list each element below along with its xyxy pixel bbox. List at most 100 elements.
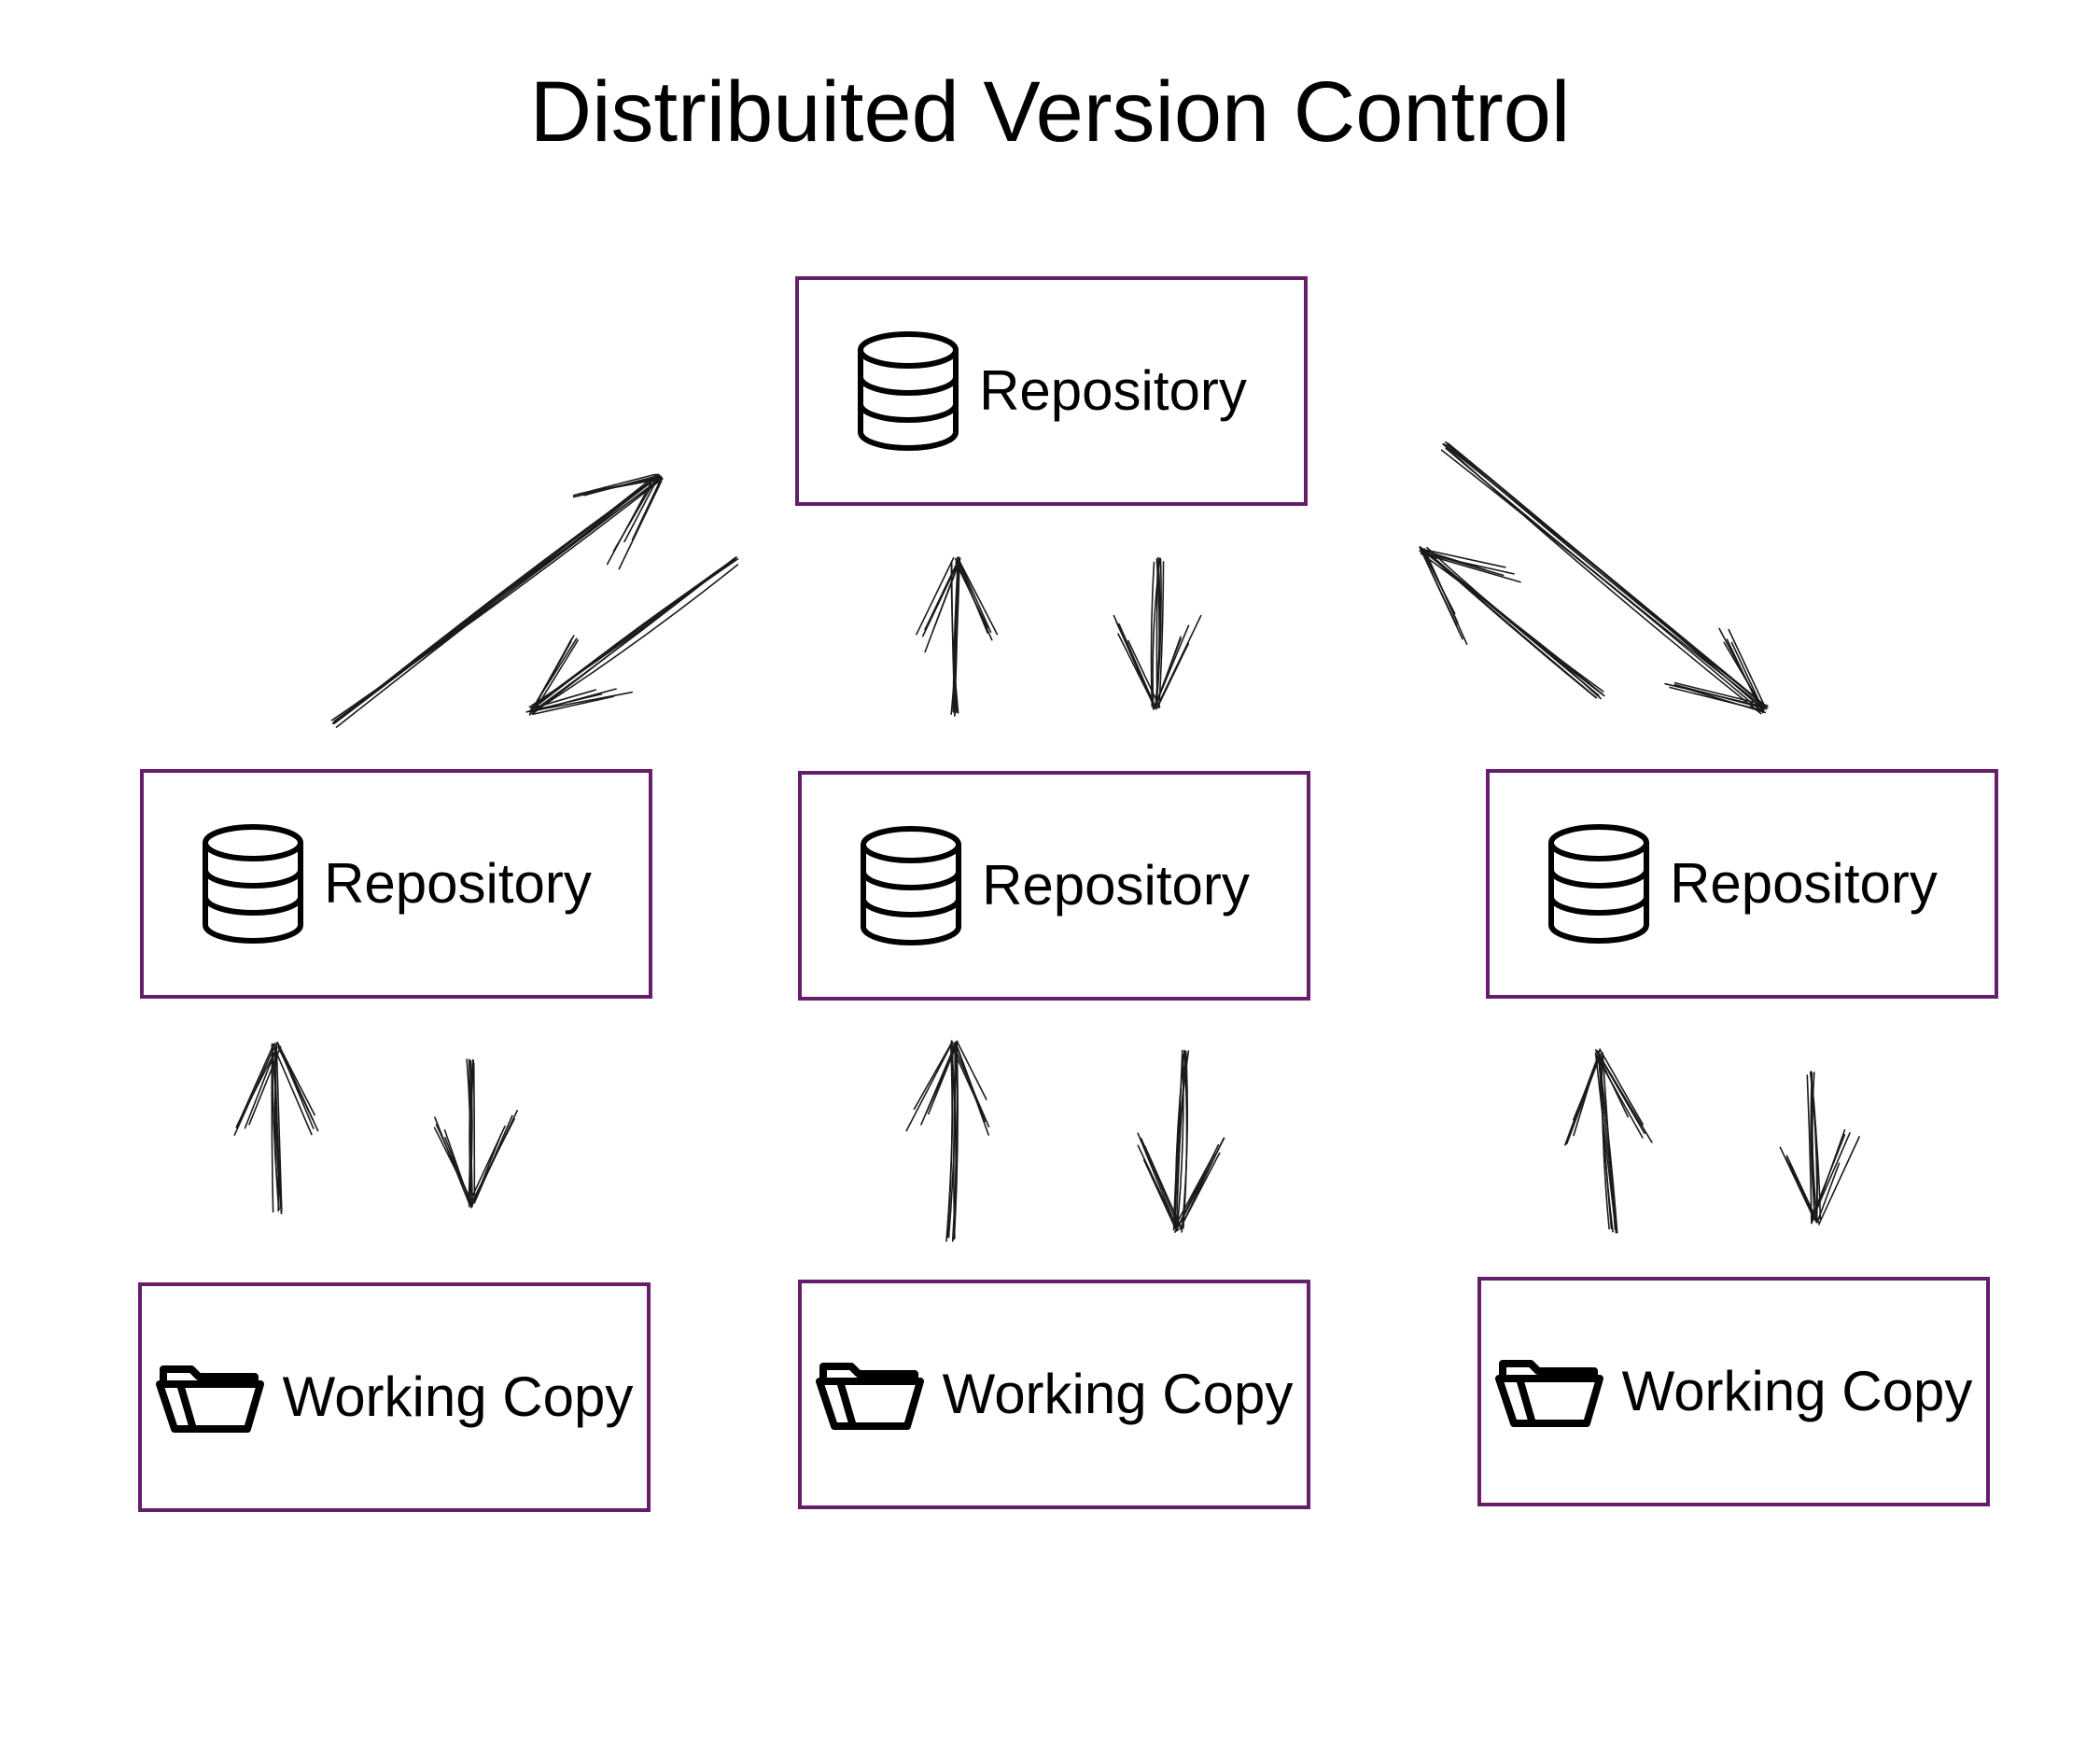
arrow-head-stroke	[631, 476, 663, 540]
central-repository-box: Repository	[795, 276, 1308, 506]
left-repository-label: Repository	[324, 852, 592, 915]
arrow-head-stroke	[916, 556, 955, 636]
arrow-stroke	[1152, 557, 1161, 710]
arrow-head-stroke	[922, 557, 961, 637]
arrow-head-stroke	[1723, 641, 1765, 711]
center-repository-label: Repository	[982, 854, 1250, 917]
arrow-head-stroke	[1177, 1137, 1225, 1228]
arrow-head-stroke	[235, 1043, 274, 1128]
arrow-head-stroke	[905, 1045, 951, 1132]
arrow-head-stroke	[572, 475, 663, 498]
arrow-head-stroke	[1565, 1055, 1601, 1145]
arrow-head-stroke	[1789, 1163, 1819, 1224]
arrow-head-stroke	[443, 1129, 472, 1208]
arrow-stroke	[1172, 1050, 1190, 1231]
arrow-head-stroke	[244, 1046, 278, 1129]
arrow-head-stroke	[956, 1044, 986, 1123]
arrow-stroke	[1440, 449, 1764, 714]
arrow-stroke	[1594, 1052, 1617, 1234]
arrow-stroke	[950, 558, 959, 715]
arrow-head-stroke	[1817, 1136, 1860, 1225]
arrow-head-stroke	[433, 1127, 473, 1203]
arrow-head-stroke	[913, 1043, 952, 1111]
arrow-stroke	[1183, 1050, 1188, 1229]
arrow-head-stroke	[470, 1110, 518, 1209]
right-working-copy-box: Working Copy	[1477, 1277, 1990, 1506]
database-icon	[856, 329, 960, 453]
arrow-head-stroke	[1156, 642, 1190, 709]
arrow-stroke	[1443, 442, 1765, 707]
arrow-right-wc-to-right-repo	[1564, 1048, 1653, 1234]
arrow-stroke	[333, 473, 658, 725]
arrow-stroke	[952, 558, 959, 713]
arrow-head-stroke	[572, 473, 656, 497]
arrow-head-stroke	[531, 639, 579, 716]
arrow-stroke	[1155, 556, 1161, 707]
arrow-head-stroke	[583, 474, 661, 497]
left-working-copy-label: Working Copy	[282, 1365, 634, 1428]
arrow-stroke	[271, 1043, 274, 1213]
arrow-head-stroke	[1718, 627, 1763, 710]
arrow-stroke	[1812, 1071, 1818, 1221]
arrow-stroke	[1444, 441, 1768, 707]
arrow-center-repo-to-central	[916, 556, 999, 717]
database-icon	[859, 824, 963, 947]
arrow-stroke	[945, 1044, 954, 1242]
arrow-left-repo-to-left-wc	[433, 1058, 518, 1209]
arrow-stroke	[1420, 553, 1603, 695]
arrow-stroke	[1598, 1054, 1613, 1230]
arrow-head-stroke	[530, 691, 633, 712]
arrow-stroke	[273, 1046, 280, 1211]
arrow-head-stroke	[1594, 1053, 1644, 1139]
arrow-head-stroke	[1785, 1155, 1817, 1219]
database-icon	[1547, 822, 1651, 945]
arrow-stroke	[1809, 1071, 1822, 1220]
arrow-stroke	[1601, 1052, 1610, 1230]
arrow-head-stroke	[1179, 1152, 1221, 1229]
arrow-head-stroke	[1113, 614, 1155, 708]
arrow-head-stroke	[1669, 686, 1764, 712]
arrow-stroke	[1810, 1071, 1818, 1221]
arrow-head-stroke	[956, 1041, 987, 1100]
folder-open-icon	[155, 1360, 266, 1435]
arrow-stroke	[530, 556, 737, 709]
arrow-stroke	[468, 1059, 473, 1208]
arrow-head-stroke	[1664, 682, 1769, 708]
arrow-head-stroke	[1419, 546, 1458, 626]
arrow-head-stroke	[1118, 623, 1157, 710]
arrow-central-to-center-repo	[1113, 556, 1202, 710]
arrow-center-wc-to-center-repo	[905, 1040, 990, 1242]
arrow-head-stroke	[473, 1133, 502, 1203]
arrow-head-stroke	[956, 1045, 989, 1136]
arrow-stroke	[335, 480, 660, 721]
arrow-head-stroke	[1816, 1162, 1841, 1224]
arrow-head-stroke	[1143, 1145, 1183, 1230]
arrow-left-repo-to-central	[330, 473, 664, 728]
arrow-head-stroke	[950, 1044, 982, 1111]
arrow-right-repo-to-right-wc	[1779, 1071, 1860, 1225]
arrow-stroke	[1597, 1052, 1618, 1234]
arrow-head-stroke	[1421, 553, 1521, 583]
arrow-head-stroke	[954, 557, 993, 641]
center-repository-box: Repository	[798, 771, 1310, 1001]
arrow-head-stroke	[525, 693, 603, 713]
arrow-stroke	[1175, 1050, 1187, 1232]
arrow-head-stroke	[924, 558, 961, 653]
arrow-stroke	[1426, 546, 1605, 697]
arrow-stroke	[951, 1041, 959, 1242]
arrow-stroke	[466, 1058, 471, 1202]
arrow-stroke	[1158, 561, 1165, 708]
arrow-stroke	[472, 1062, 476, 1202]
arrow-head-stroke	[1673, 681, 1769, 707]
arrow-head-stroke	[233, 1046, 275, 1136]
arrow-stroke	[271, 1044, 280, 1212]
arrow-head-stroke	[532, 689, 597, 709]
arrow-center-repo-to-center-wc	[1137, 1049, 1225, 1233]
arrow-head-stroke	[1174, 1143, 1220, 1233]
arrow-head-stroke	[1424, 551, 1459, 623]
arrow-head-stroke	[1420, 548, 1506, 568]
arrow-stroke	[1423, 549, 1597, 699]
arrow-stroke	[533, 564, 739, 713]
arrow-stroke	[1445, 447, 1768, 710]
arrow-head-stroke	[925, 1043, 959, 1113]
